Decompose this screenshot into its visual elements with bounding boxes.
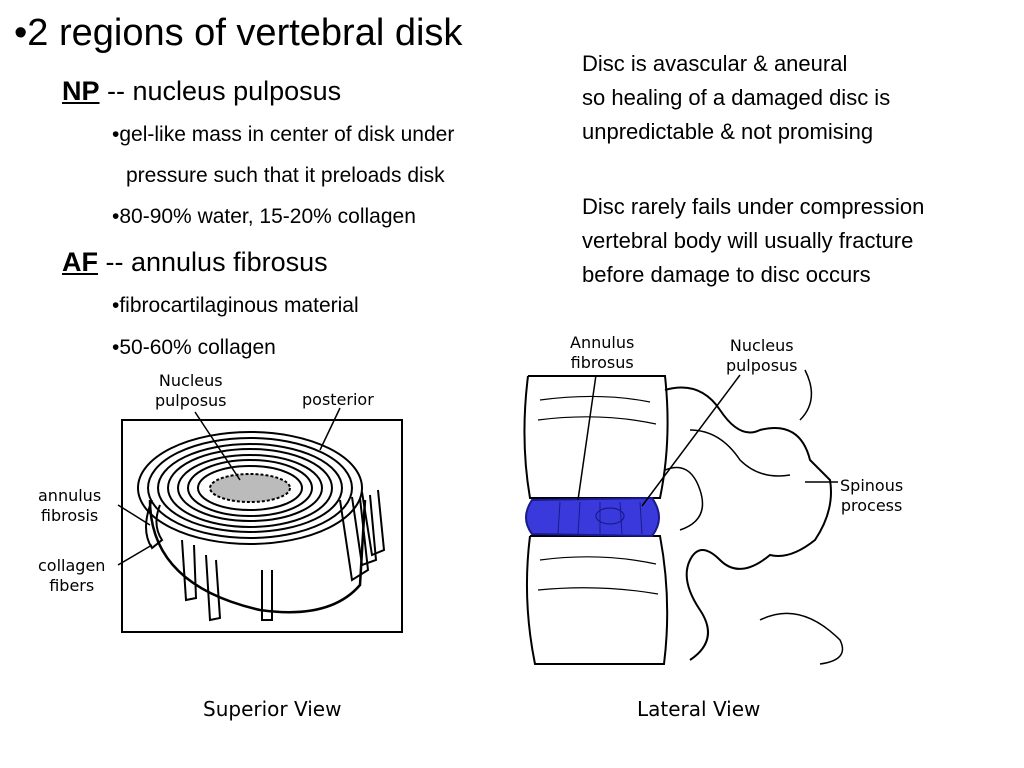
label-sup-annulus: annulus fibrosis [38,486,102,525]
np-bullet-1: •gel-like mass in center of disk under [112,123,455,146]
note-compression: Disc rarely fails under compression vert… [582,194,925,287]
upper-vertebral-body [523,375,669,499]
posterior-layers-1 [339,497,370,582]
leader-nucleus [194,411,241,481]
label-lat-spinous: Spinous process [840,476,904,515]
np-bullet-3: •80-90% water, 15-20% collagen [112,205,416,228]
leader-collagen [117,544,153,566]
superior-view-illustration [117,407,403,633]
label-sup-collagen: collagen fibers [38,556,106,595]
nucleus-core [209,473,291,503]
posterior-layers-3 [361,489,386,557]
leader-annulus [117,504,151,526]
peeled-layer-2 [181,539,198,602]
label-sup-nucleus: Nucleus pulposus [155,371,227,410]
np-desc: -- nucleus pulposus [99,76,342,106]
slide-title: •2 regions of vertebral disk [14,12,463,54]
np-heading: NP -- nucleus pulposus [62,74,341,108]
caption-superior: Superior View [203,697,342,721]
posterior-layers-2 [351,494,378,567]
lateral-disc [525,496,660,538]
lower-vertebral-body [525,535,669,665]
peeled-layer-3 [205,554,222,622]
annulus-rings [137,431,363,545]
label-lat-annulus: Annulus fibrosus [570,333,635,372]
posterior-elements [664,386,832,661]
leader-posterior [319,407,341,451]
np-abbr: NP [62,76,100,106]
np-bullet-2: pressure such that it preloads disk [126,164,445,187]
af-bullet-2: •50-60% collagen [112,336,276,359]
af-bullet-1: •fibrocartilaginous material [112,294,359,317]
superior-frame [121,419,403,633]
peeled-layer-1 [145,499,164,550]
peeled-layer-4 [261,570,273,621]
leader-lat-nucleus [641,374,741,507]
note-avascular: Disc is avascular & aneural so healing o… [582,51,891,144]
caption-lateral: Lateral View [637,697,761,721]
af-desc: -- annulus fibrosus [98,247,328,277]
leader-lat-annulus [577,374,597,501]
lateral-view-illustration [523,369,844,665]
af-abbr: AF [62,247,98,277]
label-sup-posterior: posterior [302,390,374,409]
af-heading: AF -- annulus fibrosus [62,245,328,279]
label-lat-nucleus: Nucleus pulposus [726,336,798,375]
